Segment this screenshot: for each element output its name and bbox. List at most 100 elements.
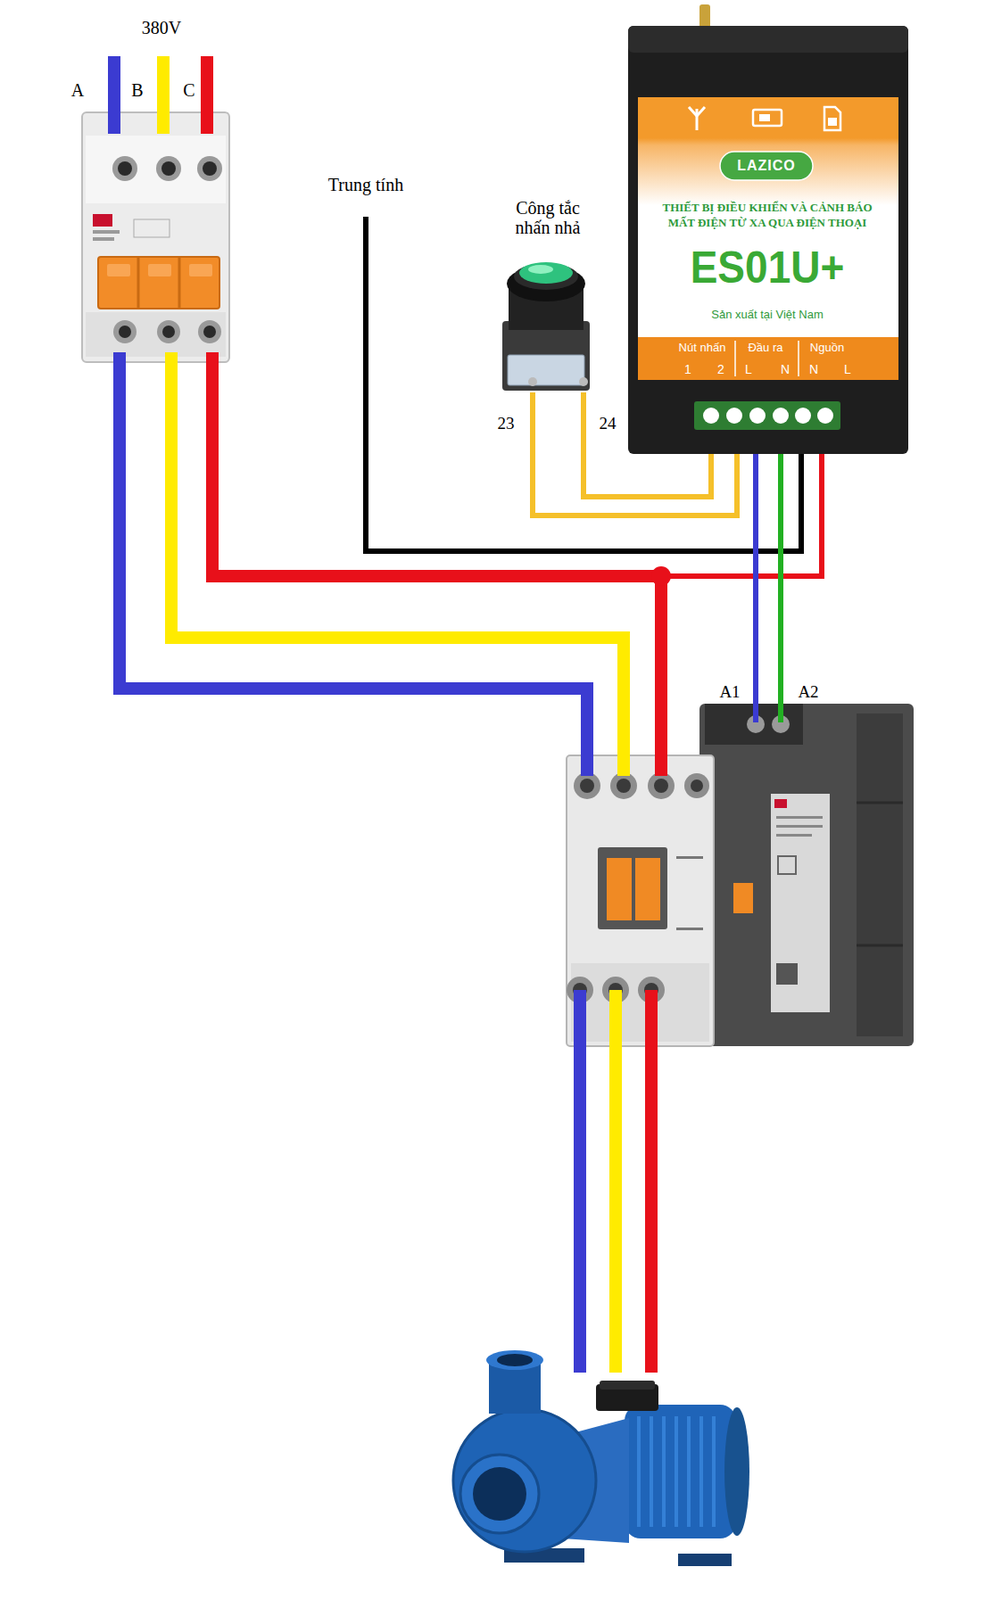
contactor-ridge (856, 944, 903, 948)
terminal-pin: 2 (717, 361, 725, 378)
phase-c-wire (212, 352, 662, 777)
push-button: Công tắc nhấn nhả (500, 198, 596, 393)
button-cap (519, 262, 573, 284)
terminal-screw (817, 407, 834, 424)
antenna-icon (695, 108, 699, 131)
phase-a-wire (107, 56, 121, 134)
controller-device: LAZICO THIẾT BỊ ĐIỀU KHIỂN VÀ CẢNH BÁO MẤ… (628, 25, 909, 455)
water-pump (453, 1350, 750, 1567)
motor-fin (649, 1416, 654, 1528)
brand-pill (720, 151, 813, 181)
part-heading: Công tắc nhấn nhả (500, 198, 596, 238)
terminal-group: Đầu ra (747, 340, 783, 356)
test-button (606, 858, 632, 921)
wire-label: A1 (719, 683, 740, 703)
handle-divider (178, 256, 182, 309)
front-marking (676, 856, 704, 860)
outlet-hole (496, 1354, 533, 1367)
contactor-ridge (856, 802, 903, 805)
breaker-terminal-hole (162, 325, 175, 339)
handle-grip (189, 264, 213, 277)
front-panel (637, 97, 899, 338)
breaker-terminal (197, 156, 223, 182)
motor-fin (674, 1416, 679, 1528)
sticker-code (776, 963, 798, 985)
breaker-terminal (156, 156, 182, 182)
breaker-marking (92, 237, 115, 241)
breaker-terminal-hole (118, 325, 132, 339)
sim-icon (827, 117, 837, 126)
wire-label: Trung tính (328, 174, 404, 195)
junction-dot (651, 566, 671, 587)
coil-a1-wire (753, 454, 759, 723)
motor-body (624, 1405, 737, 1540)
pump-volute (453, 1409, 596, 1553)
circuit-breaker (82, 112, 230, 363)
wire-label: A2 (797, 683, 819, 703)
motor-wire (609, 990, 622, 1374)
contactor-front (566, 755, 714, 1047)
housing-body (628, 25, 909, 455)
motor-fin (699, 1416, 704, 1528)
wire-label: C (182, 80, 195, 100)
aux-terminal (684, 773, 710, 799)
breaker-top-panel (85, 135, 226, 204)
contactor-indicator (733, 883, 754, 914)
button-cap-highlight (528, 264, 554, 274)
button-contact-block (502, 321, 590, 391)
strip-divider (734, 340, 737, 377)
handle-grip (107, 264, 131, 277)
button-terminal (528, 377, 538, 387)
control-wire (583, 392, 712, 497)
breaker-body (82, 112, 230, 363)
motor-fin (687, 1416, 691, 1528)
main-terminal (573, 772, 601, 800)
antenna (699, 4, 711, 30)
breaker-terminal-hole (202, 161, 217, 176)
breaker-marking (92, 230, 120, 234)
phase-a-wire (119, 352, 588, 777)
motor-fin (662, 1416, 666, 1528)
front-marking (676, 927, 704, 931)
device-title: THIẾT BỊ ĐIỀU KHIỂN VÀ CẢNH BÁO MẤT ĐIỆN… (648, 200, 886, 232)
model-name: ES01U+ (690, 243, 845, 293)
strip-divider (797, 340, 800, 377)
test-button (635, 858, 661, 921)
contactor-body (699, 703, 914, 1047)
aux-terminal-hole (690, 779, 704, 793)
breaker-terminal (157, 320, 181, 344)
breaker-terminal-hole (117, 161, 133, 176)
button-clear-cover (507, 355, 585, 386)
terminal-box-lid (599, 1381, 655, 1391)
terminal-screw (772, 407, 789, 424)
contactor-window (597, 847, 668, 930)
main-terminal (610, 772, 638, 800)
breaker-logo (92, 214, 113, 227)
sticker-line (776, 825, 823, 828)
origin-note: Sản xuất tại Việt Nam (711, 307, 824, 323)
main-terminal-hole (579, 778, 595, 794)
sticker-line (776, 834, 812, 837)
terminal-screw (794, 407, 812, 424)
terminal-screw (749, 407, 766, 424)
brand-logo: LAZICO (736, 157, 796, 176)
main-terminal-hole (616, 778, 631, 794)
phase-b-wire (171, 352, 624, 777)
sticker-line (776, 816, 823, 820)
controller-housing (628, 4, 909, 455)
pump-foot (678, 1554, 732, 1567)
breaker-terminal (112, 156, 138, 182)
wire-label: 23 (497, 414, 515, 434)
breaker-terminal (113, 320, 137, 344)
terminal-pin: L (844, 361, 852, 378)
breaker-marking (133, 219, 170, 238)
terminal-pin: N (809, 361, 819, 378)
contactor-logo (774, 799, 787, 809)
wire-label: A (71, 80, 84, 100)
terminal-strip (637, 337, 899, 381)
main-terminal-hole (653, 778, 669, 794)
